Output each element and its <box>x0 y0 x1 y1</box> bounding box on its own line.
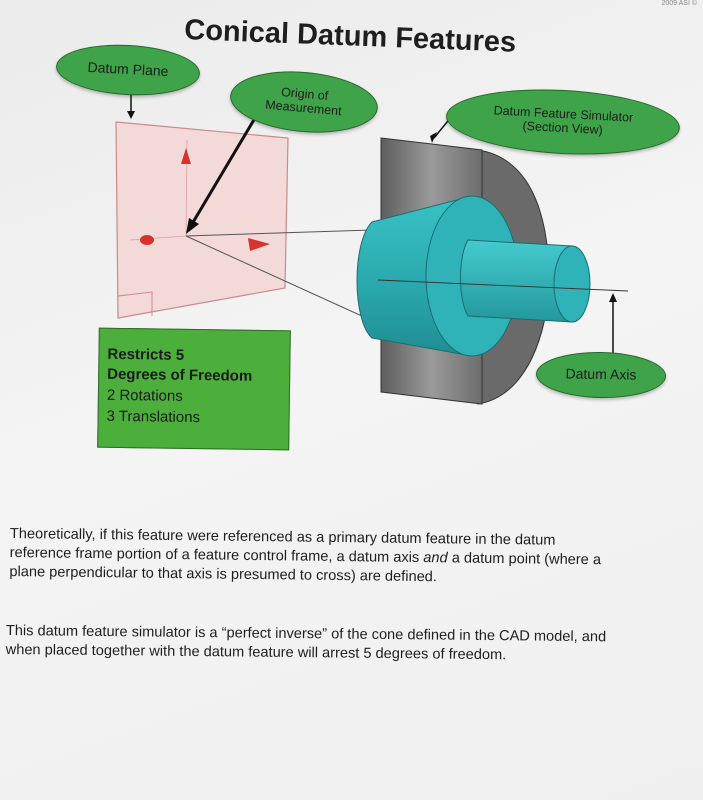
datum-plane-callout-label: Datum Plane <box>87 59 169 80</box>
left-direction-arrow <box>140 235 154 245</box>
dof-line-degrees: Degrees of Freedom <box>107 365 253 385</box>
vertical-direction-arrow <box>181 148 191 164</box>
paragraph-datum-definition: Theoretically, if this feature were refe… <box>9 525 601 589</box>
datum-plane-corner-mark <box>117 291 153 316</box>
datum-axis-line <box>377 279 629 292</box>
dof-line-rotations: 2 Rotations <box>106 386 183 405</box>
paragraph-simulator-inverse: This datum feature simulator is a “perfe… <box>6 622 607 666</box>
projection-line-bottom <box>185 235 376 323</box>
origin-leader-line <box>190 112 260 225</box>
datum-plane-leader-arrowhead <box>127 111 135 119</box>
cylinder-body <box>460 239 573 323</box>
paragraph1-line2-after: a datum point (where a <box>447 550 602 569</box>
plane-horizontal-axis <box>129 235 187 241</box>
corner-copyright-mark: 2009 ASI © <box>661 0 697 7</box>
conical-datum-diagram <box>115 93 629 405</box>
projection-line-top <box>185 229 373 237</box>
origin-leader-arrowhead <box>186 218 199 234</box>
datum-plane-shape <box>115 121 289 319</box>
dof-line-translations: 3 Translations <box>106 407 201 427</box>
right-direction-arrow <box>248 238 270 251</box>
degrees-of-freedom-box: Restricts 5 Degrees of Freedom 2 Rotatio… <box>97 327 291 451</box>
datum-axis-leader-arrowhead <box>609 293 617 302</box>
simulator-leader-arrowhead <box>430 132 437 143</box>
cylinder-end-face <box>553 245 591 323</box>
paragraph1-line2-emphasis: and <box>423 550 448 567</box>
datum-axis-callout-label: Datum Axis <box>565 365 637 383</box>
dof-line-restricts: Restricts 5 <box>107 345 185 364</box>
